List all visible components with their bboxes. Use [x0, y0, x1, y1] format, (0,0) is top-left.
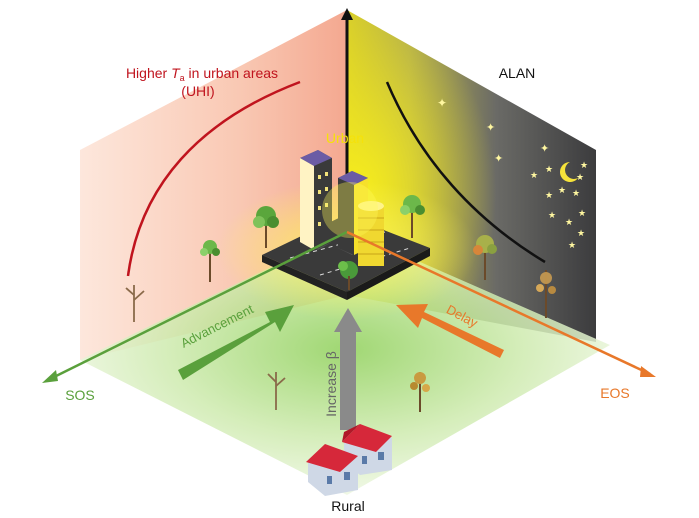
night-sky: ✦ ✦ ✦ ✦ ★ ★ ★ ★ ★ ★ ★ ★ ★ ★ ★ ★ — [437, 96, 588, 250]
star-icon: ✦ — [486, 122, 495, 134]
uhi-label-subscript: a — [180, 73, 185, 83]
star-icon: ★ — [558, 185, 566, 195]
tree-icon — [473, 235, 497, 280]
tree-icon — [400, 195, 425, 238]
star-icon: ✦ — [494, 153, 503, 165]
eos-label: EOS — [600, 385, 630, 401]
sos-axis — [47, 230, 348, 382]
uhi-label-suffix: in urban areas — [185, 65, 278, 81]
uhi-label-line2: (UHI) — [181, 83, 214, 99]
uhi-label-prefix: Higher — [126, 65, 171, 81]
star-icon: ★ — [568, 240, 576, 250]
tree-icon — [536, 270, 556, 318]
eos-axis-head — [640, 366, 656, 377]
star-icon: ★ — [577, 228, 585, 238]
uhi-curve — [126, 80, 301, 277]
star-icon: ★ — [545, 190, 553, 200]
delay-arrow — [396, 304, 504, 358]
tree-icon — [125, 285, 145, 322]
tree-icon — [200, 240, 220, 282]
star-icon: ★ — [565, 217, 573, 227]
star-icon: ★ — [580, 160, 588, 170]
urban-label: Urban — [326, 130, 364, 146]
star-icon: ★ — [548, 210, 556, 220]
sos-axis-head — [42, 370, 58, 383]
increase-beta-label: Increase β — [323, 351, 339, 417]
alan-curve — [385, 81, 546, 264]
tree-icon — [267, 372, 286, 410]
eos-axis — [346, 230, 651, 376]
house-icon — [306, 444, 358, 496]
rural-label: Rural — [331, 498, 364, 514]
alan-label: ALAN — [499, 65, 536, 81]
moon-icon — [560, 162, 578, 183]
star-icon: ✦ — [540, 143, 549, 155]
star-icon: ★ — [545, 164, 553, 174]
sos-label: SOS — [65, 387, 95, 403]
city-buildings-icon — [262, 150, 430, 300]
star-icon: ★ — [572, 188, 580, 198]
tree-icon — [410, 372, 430, 412]
uhi-label: Higher Ta in urban areas — [126, 65, 278, 83]
tree-icon — [253, 206, 279, 248]
star-icon: ★ — [578, 208, 586, 218]
star-icon: ★ — [530, 170, 538, 180]
increase-beta-arrow — [334, 308, 362, 430]
uhi-label-t: T — [171, 65, 181, 81]
advancement-arrow — [178, 305, 294, 380]
star-icon: ✦ — [437, 96, 447, 110]
star-icon: ★ — [576, 172, 584, 182]
